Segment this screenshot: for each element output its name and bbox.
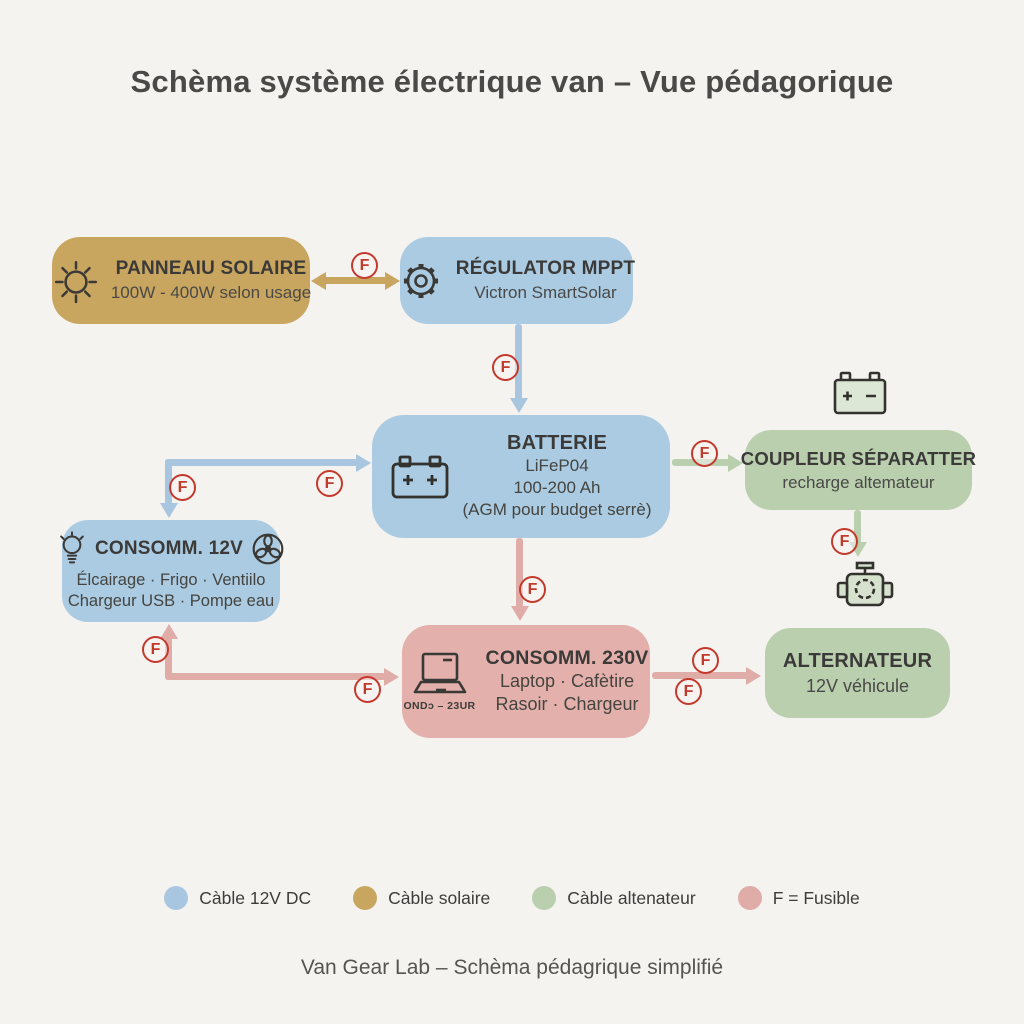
node-line: Chargeur USB · Pompe eau — [67, 592, 275, 610]
legend-item-cable-12v: Càble 12V DC — [164, 886, 311, 910]
cable-battery-12v-v — [165, 459, 172, 505]
node-title: CONSOMM. 12V — [94, 537, 244, 559]
cable-12v-230v-v — [165, 637, 172, 680]
legend-label: Càble 12V DC — [199, 887, 312, 908]
arrowhead-right — [385, 271, 400, 290]
fuse-badge: F — [351, 252, 378, 279]
node-line: Laptop · Cafètire — [500, 670, 635, 691]
arrowhead-right — [356, 453, 371, 472]
bulb-icon — [57, 530, 87, 568]
laptop-icon — [412, 652, 468, 698]
node-subtitle: Victron SmartSolar — [474, 283, 617, 302]
fuse-badge: F — [692, 647, 719, 674]
legend: Càble 12V DC Càble solaire Càble altenat… — [0, 886, 1024, 910]
battery-icon — [391, 454, 449, 500]
page-title: Schèma système électrique van – Vue péda… — [130, 64, 894, 99]
arrowhead-right — [746, 666, 761, 685]
node-line: Rasoir · Chargeur — [495, 694, 639, 714]
node-title: ALTERNATEUR — [782, 649, 933, 672]
node-title: COUPLEUR SÉPARATTER — [740, 447, 977, 469]
node-consumers-230v: ONDɔ – 23UR CONSOMM. 230V Laptop · Cafèt… — [402, 625, 650, 738]
node-battery: BATTERIE LiFeP04 100-200 Ah (AGM pour bu… — [372, 415, 670, 538]
legend-label: Càble solaire — [388, 887, 491, 908]
cable-battery-12v-h — [165, 459, 358, 466]
node-subtitle: recharge altemateur — [782, 472, 935, 492]
sun-icon — [51, 256, 101, 306]
arrowhead-down — [509, 398, 528, 413]
fuse-badge: F — [519, 576, 546, 603]
node-line: Élcairage · Frigo · Ventiilo — [76, 570, 266, 589]
legend-item-fusible: F = Fusible — [737, 886, 860, 910]
legend-color-dot — [737, 886, 762, 910]
legend-color-dot — [353, 886, 378, 910]
fuse-badge: F — [675, 678, 702, 705]
inverter-caption: ONDɔ – 23UR — [403, 699, 476, 712]
node-line: LiFeP04 — [525, 455, 589, 475]
node-subtitle: 100W - 400W selon usage — [110, 283, 312, 302]
fuse-badge: F — [354, 676, 381, 703]
node-title: CONSOMM. 230V — [485, 646, 649, 669]
fuse-badge: F — [691, 440, 718, 467]
arrowhead-left — [311, 271, 326, 290]
cable-battery-230v — [516, 538, 523, 608]
node-alternator: ALTERNATEUR 12V véhicule — [765, 628, 950, 718]
arrowhead-down — [510, 606, 529, 621]
fuse-badge: F — [169, 474, 196, 501]
cable-230v-alternator — [652, 672, 748, 679]
footer-caption: Van Gear Lab – Schèma pédagrique simplif… — [300, 956, 724, 979]
fuse-badge: F — [316, 470, 343, 497]
legend-label: F = Fusible — [772, 887, 860, 908]
fuse-badge: F — [831, 528, 858, 555]
legend-color-dot — [532, 886, 557, 910]
arrowhead-up — [159, 624, 178, 639]
legend-item-cable-solaire: Càble solaire — [353, 886, 490, 910]
cable-solar-mppt — [322, 277, 390, 284]
node-solar-panel: PANNEAIU SOLAIRE 100W - 400W selon usage — [51, 237, 312, 324]
legend-item-cable-alternateur: Càble altenateur — [532, 886, 696, 910]
node-title: BATTERIE — [506, 431, 608, 454]
engine-icon — [834, 561, 894, 617]
arrowhead-right — [384, 667, 399, 686]
battery-plus-minus-icon — [833, 370, 887, 416]
gear-icon — [398, 258, 444, 304]
cable-coupler-engine — [854, 510, 861, 544]
node-title: PANNEAIU SOLAIRE — [115, 258, 307, 279]
node-consumers-12v: CONSOMM. 12V Élcairage · Frigo · Ventiil… — [60, 520, 284, 622]
fuse-badge: F — [142, 636, 169, 663]
cable-mppt-battery — [515, 324, 522, 400]
arrowhead-right — [728, 453, 743, 472]
fan-icon — [251, 532, 285, 566]
fuse-badge: F — [492, 354, 519, 381]
node-mppt-regulator: RÉGULATOR MPPT Victron SmartSolar — [398, 237, 636, 324]
node-line: 100-200 Ah — [513, 477, 601, 497]
node-coupler-separator: COUPLEUR SÉPARATTER recharge altemateur — [741, 430, 976, 510]
node-subtitle: 12V véhicule — [805, 675, 910, 696]
legend-color-dot — [164, 886, 189, 910]
node-title: RÉGULATOR MPPT — [455, 258, 636, 279]
arrowhead-down — [159, 503, 178, 518]
node-line: (AGM pour budget serrè) — [462, 500, 652, 520]
cable-12v-230v-h — [165, 673, 386, 680]
legend-label: Càble altenateur — [567, 887, 696, 908]
